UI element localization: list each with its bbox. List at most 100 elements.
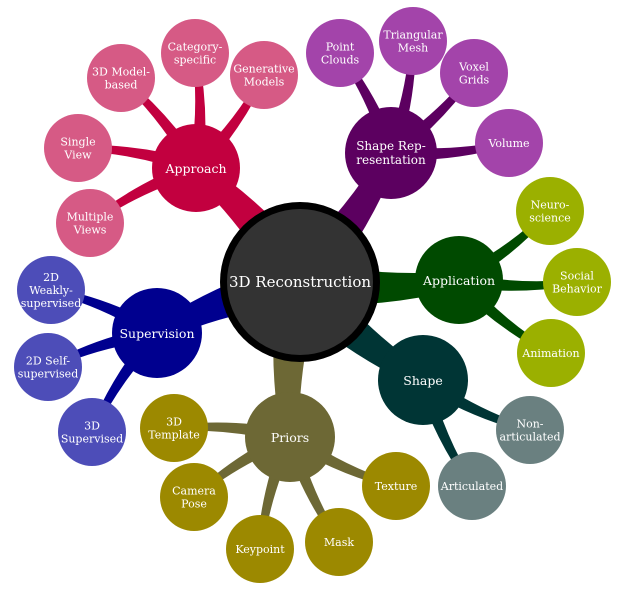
branch-label-approach-line: Approach — [164, 161, 226, 176]
leaf-label-generativemodels-line: Generative — [233, 62, 294, 75]
leaf-label-2d-self-supervised-line: supervised — [18, 367, 78, 380]
leaf-label-camerapose-line: Pose — [181, 497, 207, 510]
leaf-label-singleview-line: View — [63, 148, 92, 161]
leaf-label-voxelgrids-line: Voxel — [458, 60, 489, 73]
branch-label-supervision: Supervision — [119, 326, 194, 341]
leaf-node-category-specific — [161, 19, 229, 87]
leaf-label-3dsupervised-line: 3D — [84, 419, 100, 432]
leaf-label-3dtemplate-line: 3D — [166, 415, 182, 428]
leaf-label-3d-model-based-line: based — [105, 78, 138, 91]
center-node — [227, 209, 373, 355]
leaf-label-neuro-science: Neuro-science — [529, 198, 571, 224]
leaf-node-2d-self-supervised — [14, 333, 82, 401]
leaf-label-category-specific-line: Category- — [168, 40, 223, 53]
leaf-node-camerapose — [160, 463, 228, 531]
leaf-label-triangularmesh-line: Mesh — [398, 41, 429, 54]
leaf-label-socialbehavior-line: Behavior — [552, 282, 603, 295]
leaf-node-triangularmesh — [379, 7, 447, 75]
leaf-node-animation — [517, 319, 585, 387]
leaf-label-keypoint: Keypoint — [235, 543, 285, 556]
branch-node-shape-representation — [345, 107, 437, 199]
leaf-label-volume-line: Volume — [487, 137, 529, 150]
leaf-node-3dsupervised — [58, 398, 126, 466]
branch-label-application: Application — [422, 273, 495, 288]
leaf-node-voxelgrids — [440, 39, 508, 107]
leaf-label-2dweakly-supervised-line: 2D — [43, 271, 59, 284]
leaf-label-3d-model-based: 3D Model-based — [92, 65, 150, 91]
leaf-node-3d-model-based — [87, 44, 155, 112]
branch-label-shape-line: Shape — [403, 373, 442, 388]
leaf-label-category-specific-line: specific — [174, 53, 216, 66]
leaf-node-2dweakly-supervised — [17, 256, 85, 324]
leaf-label-2dweakly-supervised-line: supervised — [21, 296, 81, 309]
branch-node-priors — [245, 392, 335, 482]
branch-label-shape-representation-line: resentation — [356, 153, 426, 167]
branch-label-approach: Approach — [164, 161, 226, 176]
leaf-label-multipleviews-line: Multiple — [67, 210, 114, 223]
leaf-node-generativemodels — [230, 41, 298, 109]
leaf-label-non-articulated: Non-articulated — [499, 417, 560, 443]
leaf-label-multipleviews-line: Views — [73, 223, 107, 236]
leaf-node-3dtemplate — [140, 394, 208, 462]
leaf-label-volume: Volume — [487, 137, 529, 150]
leaf-node-mask — [305, 508, 373, 576]
leaf-node-articulated — [438, 452, 506, 520]
leaf-label-articulated-line: Articulated — [440, 480, 503, 493]
leaf-label-texture-line: Texture — [375, 480, 417, 493]
center-node-label: 3D Reconstruction — [229, 273, 371, 291]
leaf-label-mask-line: Mask — [324, 536, 354, 549]
leaf-label-voxelgrids-line: Grids — [459, 73, 490, 86]
leaf-node-volume — [475, 109, 543, 177]
leaf-label-3d-model-based-line: 3D Model- — [92, 65, 150, 78]
leaf-label-non-articulated-line: articulated — [499, 430, 560, 443]
branch-node-supervision — [112, 288, 202, 378]
leaf-label-singleview-line: Single — [60, 135, 95, 148]
branch-label-application-line: Application — [422, 273, 495, 288]
leaf-label-camerapose-line: Camera — [172, 484, 216, 497]
leaf-label-articulated: Articulated — [440, 480, 503, 493]
leaf-label-non-articulated-line: Non- — [516, 417, 543, 430]
leaf-label-neuro-science-line: Neuro- — [531, 198, 570, 211]
leaf-node-singleview — [44, 114, 112, 182]
leaf-node-non-articulated — [496, 396, 564, 464]
leaf-node-texture — [362, 452, 430, 520]
branch-label-priors: Priors — [271, 430, 309, 445]
branch-label-priors-line: Priors — [271, 430, 309, 445]
leaf-node-multipleviews — [56, 189, 124, 257]
leaf-label-triangularmesh-line: Triangular — [383, 28, 443, 41]
leaf-label-pointclouds-line: Clouds — [321, 53, 360, 66]
leaf-label-3dsupervised-line: Supervised — [61, 432, 123, 445]
leaf-label-3dtemplate-line: Template — [148, 428, 199, 441]
leaf-label-texture: Texture — [375, 480, 417, 493]
branch-label-shape-representation: Shape Rep-resentation — [356, 139, 426, 167]
leaf-label-2d-self-supervised-line: 2D Self- — [26, 354, 71, 367]
branch-label-shape-representation-line: Shape Rep- — [356, 139, 426, 153]
leaf-label-socialbehavior-line: Social — [560, 269, 594, 282]
leaf-label-keypoint-line: Keypoint — [235, 543, 285, 556]
leaf-label-animation-line: Animation — [521, 347, 579, 360]
branch-node-shape — [378, 335, 468, 425]
leaf-label-neuro-science-line: science — [529, 211, 571, 224]
branch-label-shape: Shape — [403, 373, 442, 388]
leaf-label-mask: Mask — [324, 536, 354, 549]
leaf-node-socialbehavior — [543, 248, 611, 316]
